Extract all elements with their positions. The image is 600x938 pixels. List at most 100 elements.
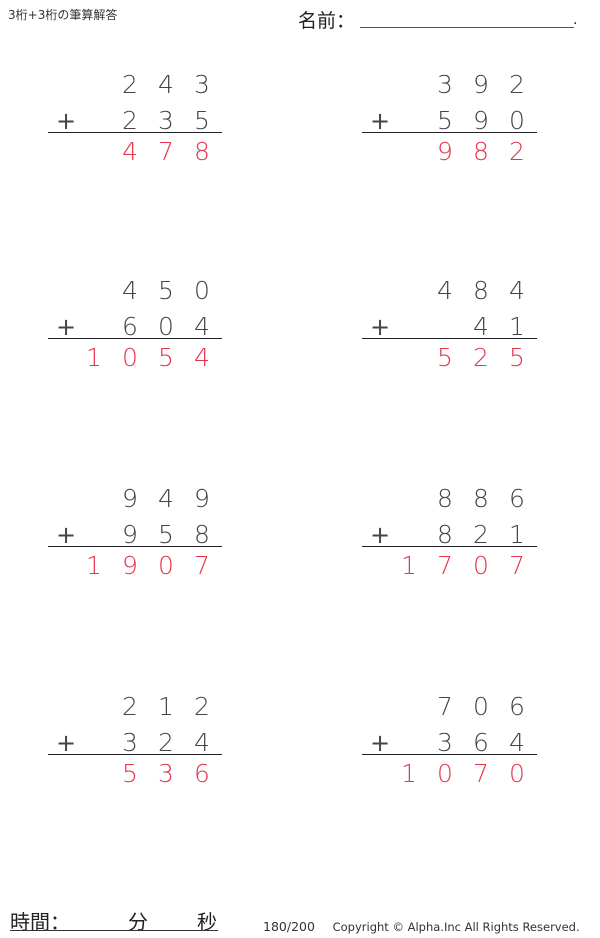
answer-digit: 1 — [86, 343, 102, 372]
addend-top-digit: 3 — [194, 70, 210, 99]
addend-bottom-digit: 6 — [122, 312, 138, 341]
addend-bottom-digit: 0 — [158, 312, 174, 341]
sum-line — [362, 754, 537, 755]
plus-sign: + — [55, 313, 77, 341]
name-label: 名前： — [298, 10, 356, 32]
seconds-label: 秒 — [197, 910, 217, 934]
addend-bottom-digit: 5 — [194, 106, 210, 135]
addend-top-digit: 9 — [122, 484, 138, 513]
addend-bottom-digit: 5 — [437, 106, 453, 135]
sum-line — [362, 546, 537, 547]
addend-bottom-digit: 4 — [194, 728, 210, 757]
answer-digit: 2 — [473, 343, 489, 372]
addend-top-digit: 7 — [437, 692, 453, 721]
minutes-label: 分 — [128, 910, 148, 934]
answer-digit: 9 — [437, 137, 453, 166]
name-end-mark: . — [573, 12, 578, 28]
addend-bottom-digit: 8 — [437, 520, 453, 549]
answer-digit: 0 — [473, 551, 489, 580]
sum-line — [48, 338, 222, 339]
answer-digit: 2 — [509, 137, 525, 166]
answer-digit: 7 — [158, 137, 174, 166]
answer-digit: 0 — [122, 343, 138, 372]
addend-top-digit: 4 — [158, 70, 174, 99]
addend-top-digit: 4 — [437, 276, 453, 305]
addend-top-digit: 9 — [473, 70, 489, 99]
addend-bottom-digit: 9 — [122, 520, 138, 549]
answer-digit: 5 — [122, 759, 138, 788]
addend-top-digit: 5 — [158, 276, 174, 305]
addend-bottom-digit: 0 — [509, 106, 525, 135]
sum-line — [48, 546, 222, 547]
addend-top-digit: 2 — [509, 70, 525, 99]
answer-digit: 9 — [122, 551, 138, 580]
addend-top-digit: 8 — [473, 276, 489, 305]
answer-digit: 4 — [194, 343, 210, 372]
answer-digit: 1 — [401, 551, 417, 580]
page-number: 180/200 — [263, 919, 315, 934]
answer-digit: 4 — [122, 137, 138, 166]
answer-digit: 1 — [86, 551, 102, 580]
sum-line — [48, 132, 222, 133]
addend-bottom-digit: 2 — [473, 520, 489, 549]
worksheet-title: 3桁+3桁の筆算解答 — [8, 8, 118, 22]
answer-digit: 0 — [509, 759, 525, 788]
addend-top-digit: 4 — [158, 484, 174, 513]
addend-bottom-digit: 2 — [122, 106, 138, 135]
answer-digit: 5 — [437, 343, 453, 372]
addend-top-digit: 4 — [509, 276, 525, 305]
answer-digit: 0 — [437, 759, 453, 788]
addend-top-digit: 2 — [194, 692, 210, 721]
addend-bottom-digit: 8 — [194, 520, 210, 549]
addend-top-digit: 2 — [122, 692, 138, 721]
footer-info: 180/200 Copyright © Alpha.Inc All Rights… — [263, 919, 580, 934]
addend-top-digit: 8 — [473, 484, 489, 513]
addend-bottom-digit: 6 — [473, 728, 489, 757]
addend-top-digit: 3 — [437, 70, 453, 99]
plus-sign: + — [369, 107, 391, 135]
plus-sign: + — [55, 107, 77, 135]
answer-digit: 7 — [473, 759, 489, 788]
name-field[interactable] — [360, 27, 574, 28]
addend-top-digit: 0 — [194, 276, 210, 305]
copyright: Copyright © Alpha.Inc All Rights Reserve… — [332, 920, 580, 934]
plus-sign: + — [55, 521, 77, 549]
addend-bottom-digit: 1 — [509, 520, 525, 549]
addend-bottom-digit: 9 — [473, 106, 489, 135]
plus-sign: + — [55, 729, 77, 757]
addend-top-digit: 6 — [509, 484, 525, 513]
answer-digit: 0 — [158, 551, 174, 580]
addend-top-digit: 4 — [122, 276, 138, 305]
addend-bottom-digit: 3 — [158, 106, 174, 135]
addend-top-digit: 9 — [194, 484, 210, 513]
addend-bottom-digit: 5 — [158, 520, 174, 549]
answer-digit: 7 — [437, 551, 453, 580]
answer-digit: 6 — [194, 759, 210, 788]
addend-top-digit: 6 — [509, 692, 525, 721]
addend-top-digit: 8 — [437, 484, 453, 513]
answer-digit: 8 — [473, 137, 489, 166]
addend-bottom-digit: 3 — [122, 728, 138, 757]
plus-sign: + — [369, 521, 391, 549]
answer-digit: 5 — [509, 343, 525, 372]
answer-digit: 7 — [509, 551, 525, 580]
sum-line — [362, 338, 537, 339]
addend-bottom-digit: 4 — [473, 312, 489, 341]
addend-bottom-digit: 3 — [437, 728, 453, 757]
addend-top-digit: 2 — [122, 70, 138, 99]
answer-digit: 5 — [158, 343, 174, 372]
answer-digit: 7 — [194, 551, 210, 580]
sum-line — [48, 754, 222, 755]
answer-digit: 1 — [401, 759, 417, 788]
sum-line — [362, 132, 537, 133]
answer-digit: 3 — [158, 759, 174, 788]
addend-top-digit: 0 — [473, 692, 489, 721]
addend-bottom-digit: 2 — [158, 728, 174, 757]
plus-sign: + — [369, 729, 391, 757]
addend-top-digit: 1 — [158, 692, 174, 721]
addend-bottom-digit: 4 — [509, 728, 525, 757]
addend-bottom-digit: 1 — [509, 312, 525, 341]
answer-digit: 8 — [194, 137, 210, 166]
plus-sign: + — [369, 313, 391, 341]
time-underline — [10, 930, 218, 931]
